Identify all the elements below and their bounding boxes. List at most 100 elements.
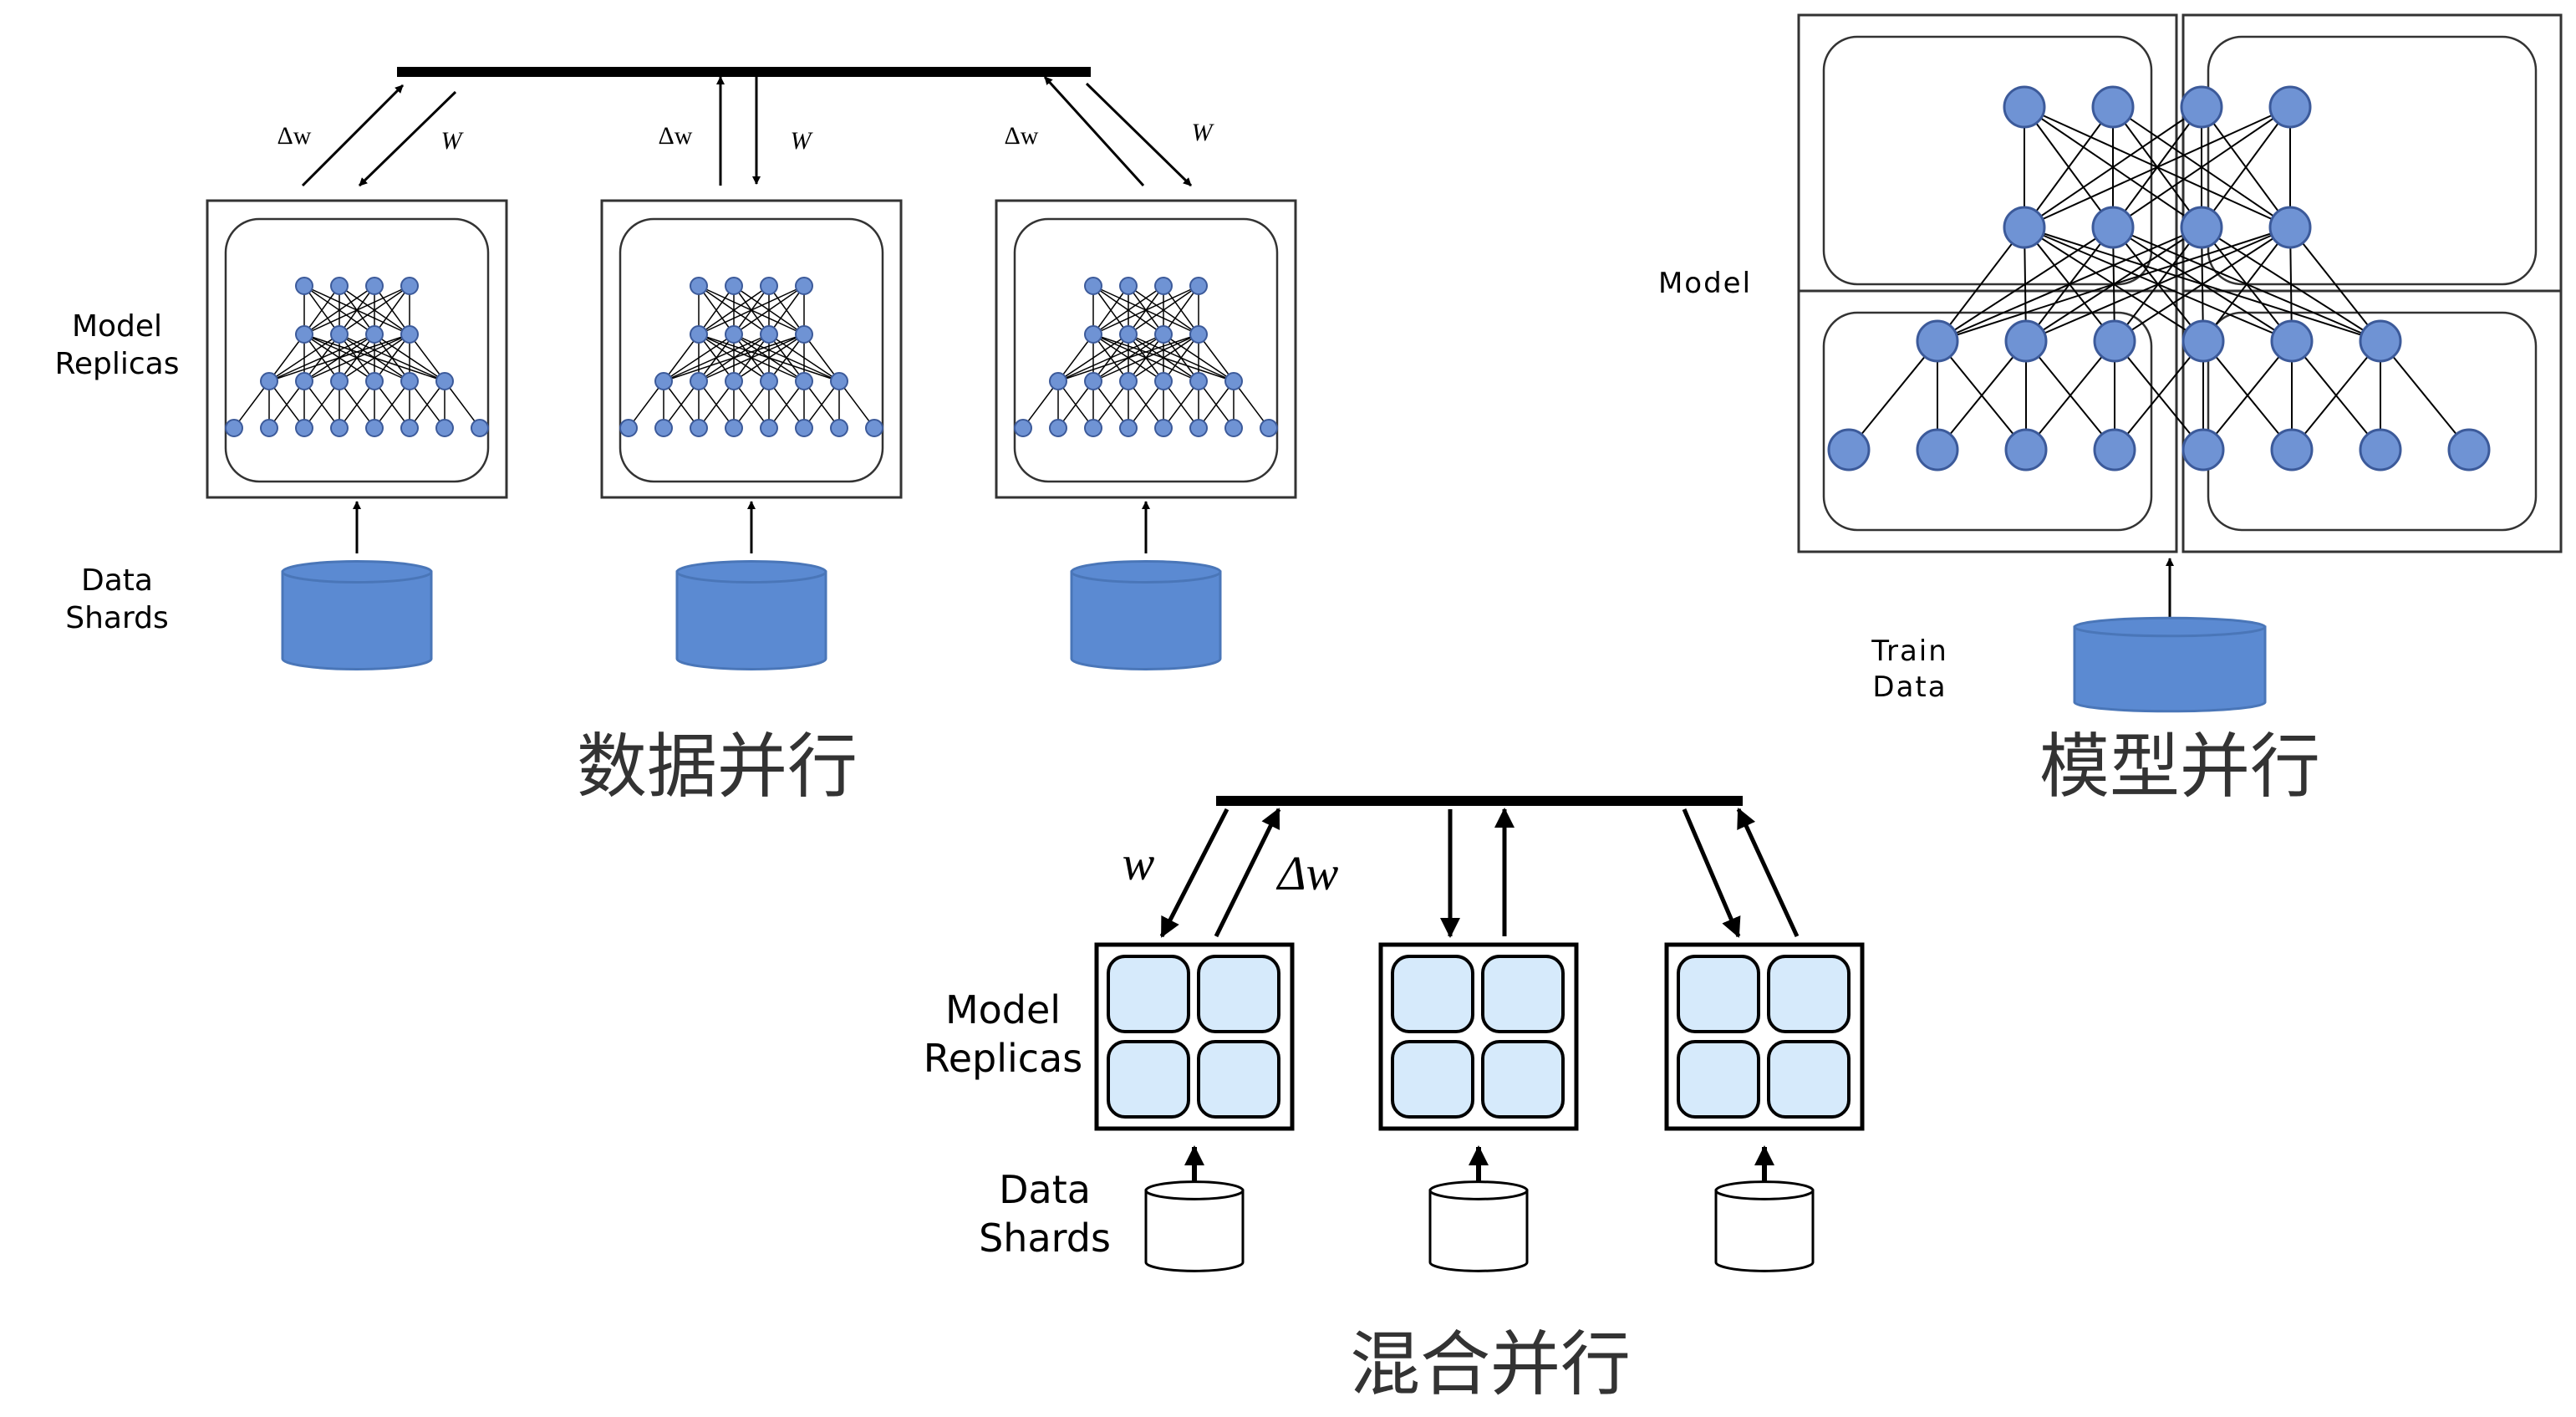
train-data-cylinder <box>2073 616 2267 713</box>
neuron-node <box>1827 428 1871 471</box>
neuron-node <box>795 277 813 295</box>
edge <box>374 285 410 335</box>
edge <box>374 334 410 382</box>
neuron-node <box>330 372 349 390</box>
delta-w-arrow <box>301 84 405 187</box>
edge <box>2025 340 2115 451</box>
edge <box>1128 285 1199 335</box>
delta-w-label-3: Δw <box>1005 122 1039 150</box>
neuron-node <box>295 419 313 437</box>
hybrid-delta-w-label: Δw <box>1276 846 1339 900</box>
edge <box>1163 380 1199 429</box>
neuron-node <box>1189 325 1208 344</box>
w-down-arrow <box>1682 808 1741 938</box>
model-partition-tile-3 <box>1107 1040 1190 1119</box>
hybrid-data-label-line1: Data <box>999 1167 1091 1212</box>
model-partition-tile-2 <box>1767 955 1851 1033</box>
edge <box>2289 227 2381 342</box>
edge <box>303 285 340 335</box>
neuron-node <box>2093 319 2136 363</box>
hybrid-data-shard-cylinder-2 <box>1428 1180 1529 1272</box>
model-label-line2: Replicas <box>54 347 180 381</box>
edge <box>303 334 410 382</box>
hybrid-data-label-line2: Shards <box>979 1215 1111 1261</box>
neuron-node <box>330 325 349 344</box>
delta-w-up-arrow <box>1736 808 1800 938</box>
edge <box>1092 285 1164 335</box>
neuron-node <box>400 277 419 295</box>
neuron-node <box>795 419 813 437</box>
neuron-node <box>725 419 743 437</box>
hybrid-data-shards-label: Data Shards <box>961 1166 1128 1262</box>
edge <box>628 380 664 429</box>
model-partition-tile-3 <box>1391 1040 1474 1119</box>
neuron-node <box>365 277 384 295</box>
edge <box>663 334 700 382</box>
neuron-node <box>1084 419 1102 437</box>
data-parallel-model-replicas-label: Model Replicas <box>42 308 192 383</box>
edge <box>1848 340 1938 451</box>
neuron-node <box>1084 325 1102 344</box>
delta-w-arrow <box>1043 75 1145 187</box>
hybrid-model-label-line2: Replicas <box>923 1035 1083 1081</box>
hybrid-parallel-title: 混合并行 <box>1350 1323 1632 1405</box>
neuron-node <box>1049 419 1067 437</box>
edge <box>339 334 410 382</box>
neuron-node <box>619 419 638 437</box>
edge <box>698 380 735 429</box>
neuron-node <box>760 325 778 344</box>
neuron-node <box>2091 206 2135 249</box>
hybrid-replica-1 <box>1094 942 1295 1211</box>
delta-w-label-2: Δw <box>659 122 693 150</box>
w-arrow <box>358 90 457 187</box>
neuron-node <box>400 419 419 437</box>
model-parallel-train-data-label: Train Data <box>1847 634 1973 705</box>
hybrid-update-arrows <box>1159 808 1800 938</box>
hybrid-replica-2 <box>1378 942 1579 1211</box>
w-down-arrow <box>1159 808 1229 938</box>
cylinder-top <box>1714 1180 1815 1200</box>
neuron-node <box>654 372 673 390</box>
cylinder-body <box>675 570 827 670</box>
edge <box>268 334 410 382</box>
edge <box>233 380 270 429</box>
edge <box>2025 227 2291 342</box>
edge <box>768 334 805 382</box>
edge <box>698 285 770 335</box>
replica-inner-box <box>619 217 884 483</box>
data-parallel-replica-3 <box>995 199 1297 553</box>
neuron-node <box>2268 85 2312 129</box>
edge <box>1233 380 1270 429</box>
neuron-node <box>2003 206 2046 249</box>
model-partition-2 <box>2181 13 2563 308</box>
neuron-node <box>1084 277 1102 295</box>
edge <box>2024 106 2114 228</box>
edge <box>663 334 805 382</box>
edge <box>2024 106 2202 228</box>
edge <box>409 380 445 429</box>
data-shard-cylinder-1 <box>281 560 433 670</box>
neuron-node <box>865 419 883 437</box>
neuron-node <box>725 277 743 295</box>
neuron-node <box>1154 419 1173 437</box>
neuron-node <box>2181 319 2225 363</box>
neuron-node <box>1916 428 1959 471</box>
model-parallel-title: 模型并行 <box>2039 726 2321 808</box>
neuron-node <box>2270 428 2314 471</box>
edge <box>803 334 840 382</box>
edge <box>303 285 410 335</box>
edge <box>1163 285 1199 335</box>
neuron-node <box>2181 428 2225 471</box>
edge <box>2112 106 2291 228</box>
data-shard-cylinder-3 <box>1070 560 1222 670</box>
neuron-node <box>795 325 813 344</box>
neuron-node <box>471 419 489 437</box>
w-label-2: W <box>791 127 814 155</box>
edge <box>2202 340 2293 451</box>
edge <box>1937 227 2114 342</box>
cylinder-top <box>2073 616 2267 638</box>
neuron-node <box>1119 277 1138 295</box>
edge <box>303 380 340 429</box>
